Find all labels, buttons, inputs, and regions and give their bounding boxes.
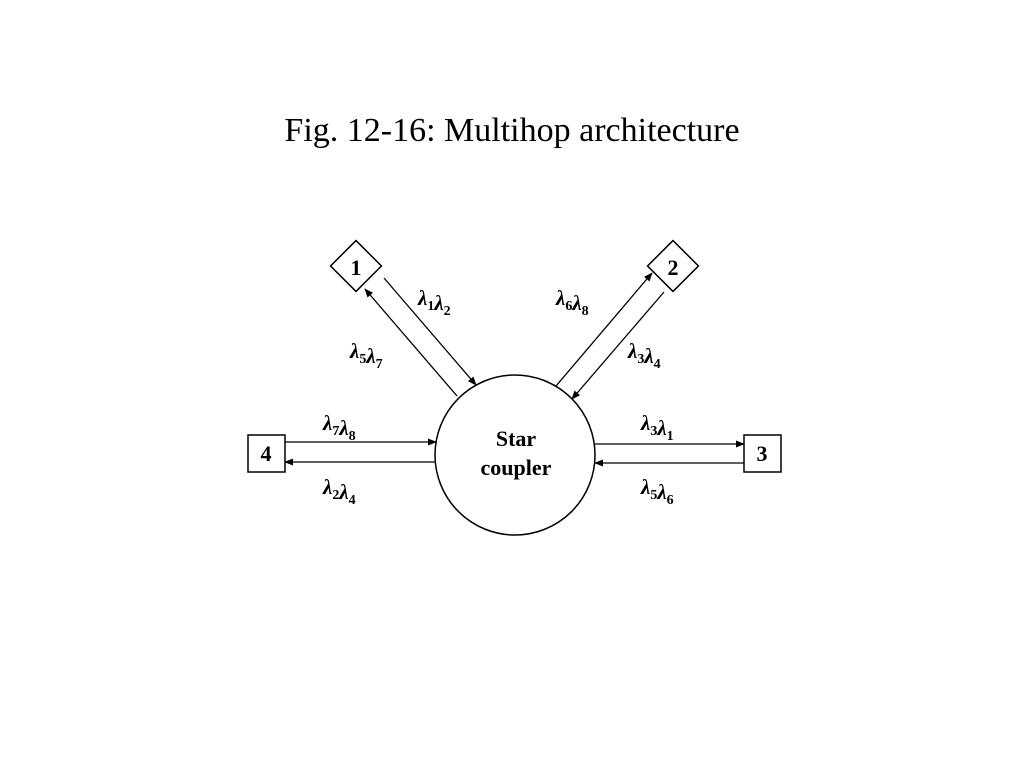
label-hub-to-node3: λ3λ1	[640, 411, 674, 444]
label-hub-to-node2: λ6λ8	[555, 286, 589, 319]
node-2-label: 2	[668, 255, 679, 280]
node-4: 4	[247, 434, 286, 473]
node-1-label: 1	[351, 255, 362, 280]
arrow-node1-to-hub	[383, 277, 477, 386]
label-node1-to-hub: λ1λ2	[417, 286, 451, 319]
node-1: 1	[329, 239, 383, 293]
hub-label-line1: Star	[496, 426, 537, 451]
figure-title: Fig. 12-16: Multihop architecture	[284, 112, 740, 149]
arrow-hub-to-node2	[555, 272, 653, 387]
node-3: 3	[743, 434, 782, 473]
node-3-label: 3	[757, 441, 768, 466]
label-hub-to-node1: λ5λ7	[349, 339, 383, 372]
label-hub-to-node4: λ2λ4	[322, 475, 356, 508]
label-node2-to-hub: λ3λ4	[627, 339, 661, 372]
arrow-node2-to-hub	[571, 291, 665, 400]
node-4-label: 4	[261, 441, 272, 466]
label-node3-to-hub: λ5λ6	[640, 475, 674, 508]
star-coupler-circle	[434, 374, 596, 536]
node-2: 2	[646, 239, 700, 293]
label-node4-to-hub: λ7λ8	[322, 411, 356, 444]
hub-label-line2: coupler	[481, 455, 552, 480]
arrow-hub-to-node1	[364, 288, 458, 397]
